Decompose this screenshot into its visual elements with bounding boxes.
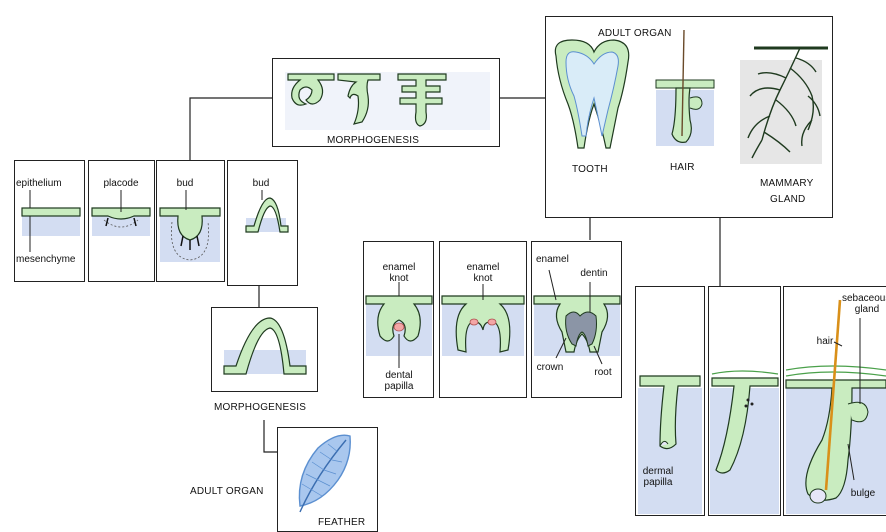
bulge-label: bulge — [848, 488, 878, 499]
sebaceous-label-line1: sebaceous — [842, 293, 886, 304]
sebaceous-label-line2: gland — [852, 304, 882, 315]
hair-label: hair — [814, 336, 836, 347]
dermal-papilla-label-line2: papilla — [640, 477, 676, 488]
dermal-papilla-label-line1: dermal — [640, 466, 676, 477]
